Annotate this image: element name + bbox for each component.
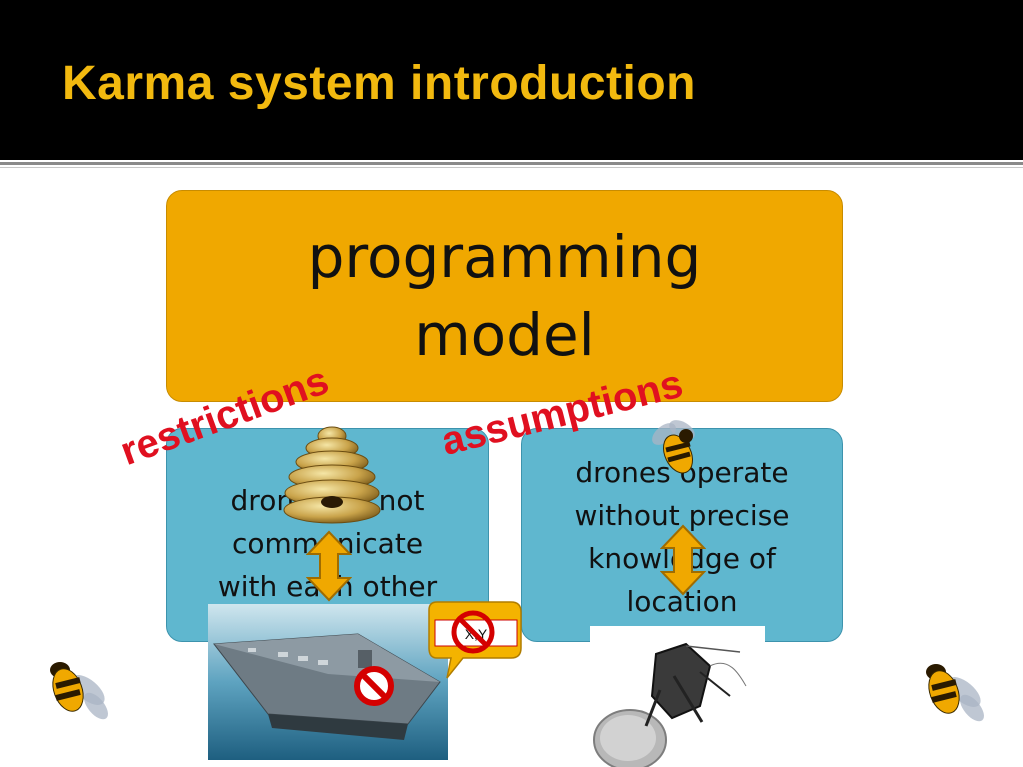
aircraft-carrier-image [208,604,448,760]
bee-icon [652,420,695,474]
slide-header: Karma system introduction [0,0,1023,160]
micro-robot-image [590,626,765,767]
bee-icon [50,662,108,720]
slide-title: Karma system introduction [62,57,696,110]
programming-model-box: programming model [166,190,843,402]
model-line-1: programming [307,223,702,291]
header-divider [0,162,1023,165]
bee-icon [926,664,984,722]
prohibited-icon [451,610,495,654]
double-arrow-icon [306,530,352,602]
header-divider-thin [0,167,1023,168]
speech-bubble: X,Y [428,601,522,679]
beehive-icon [283,426,381,524]
programming-model-text: programming model [308,218,702,374]
double-arrow-icon [660,524,706,596]
model-line-2: model [414,301,595,369]
